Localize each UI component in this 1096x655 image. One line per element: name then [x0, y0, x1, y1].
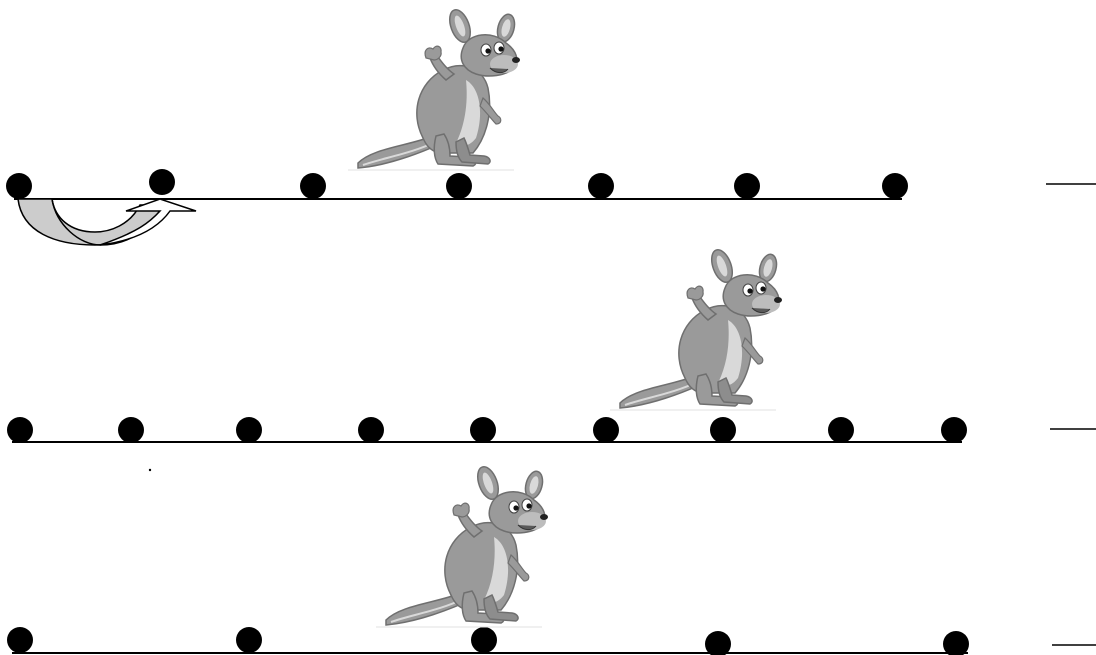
number-line-2: [7, 247, 1096, 443]
number-line-dot: [734, 173, 760, 199]
number-line-dot: [446, 173, 472, 199]
number-line-dot: [941, 417, 967, 443]
number-line-dot: [471, 627, 497, 653]
number-line-2-dots: [7, 417, 967, 443]
number-line-dot: [118, 417, 144, 443]
number-line-dot: [236, 627, 262, 653]
kangaroo-icon: [348, 7, 520, 170]
number-line-dot: [470, 417, 496, 443]
number-line-dot: [705, 631, 731, 655]
number-line-dot: [358, 417, 384, 443]
number-line-dot: [6, 173, 32, 199]
number-line-dot: [7, 417, 33, 443]
stray-mark: [149, 469, 151, 471]
number-line-3-dots: [7, 627, 969, 655]
number-line-1: [6, 7, 1096, 245]
number-line-1-dots: [6, 169, 908, 199]
kangaroo-icon: [376, 464, 548, 627]
kangaroo-icon: [610, 247, 782, 410]
number-line-dot: [300, 173, 326, 199]
number-line-dot: [7, 627, 33, 653]
jump-arrow-icon: [18, 199, 196, 245]
number-line-dot: [828, 417, 854, 443]
number-line-dot: [710, 417, 736, 443]
number-line-dot: [943, 631, 969, 655]
number-line-dot: [588, 173, 614, 199]
number-line-dot: [593, 417, 619, 443]
number-line-dot: [236, 417, 262, 443]
number-line-dot: [149, 169, 175, 195]
number-line-dot: [882, 173, 908, 199]
number-line-3: [7, 464, 1096, 655]
